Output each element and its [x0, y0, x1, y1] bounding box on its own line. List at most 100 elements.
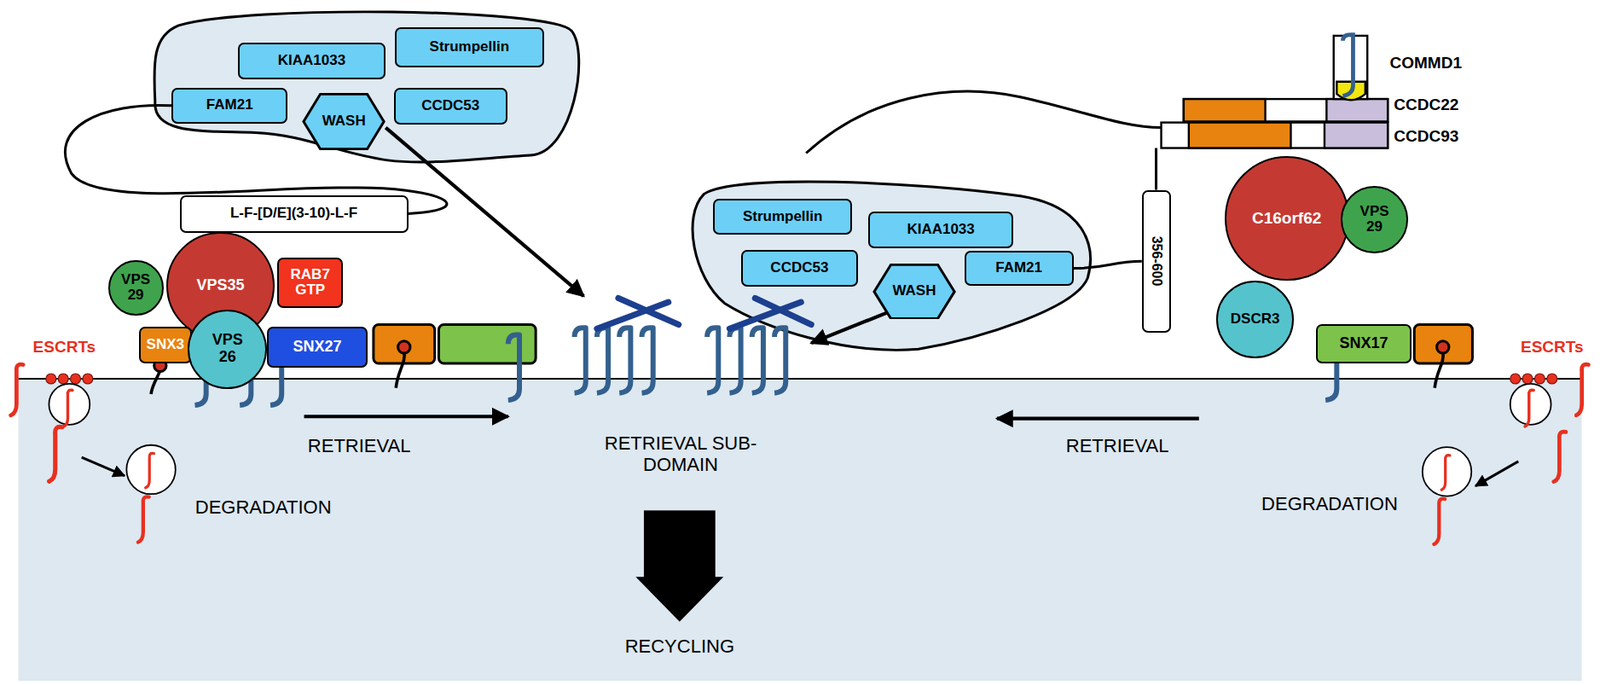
escrt-cargo: [11, 364, 24, 416]
ccdc-bars: [1183, 98, 1266, 122]
cargo-helix: [619, 327, 631, 394]
protein-box: SNX17: [1315, 324, 1411, 363]
cargo-helix: [574, 327, 586, 394]
escrt-cargo: [1441, 455, 1450, 490]
node-label: L-F-[D/E](3-10)-L-F: [230, 205, 358, 222]
escrt-cargo: [126, 445, 175, 494]
process-label: RECYCLING: [625, 635, 735, 657]
ccdc-bars: [1188, 122, 1292, 149]
escrt-cargo: [11, 364, 1589, 545]
process-label: RETRIEVAL: [307, 434, 412, 457]
escrt-cargo: [70, 373, 82, 384]
protein-box: SNX27: [266, 326, 367, 368]
node-label: SNX27: [293, 338, 343, 356]
protein-box: FAM21: [964, 250, 1074, 286]
node-label: FAM21: [995, 260, 1043, 277]
protein-box: CCDC53: [394, 87, 508, 125]
wash-arrow: [304, 414, 509, 418]
retrieval-crossbar: [754, 297, 812, 325]
wash-hexagon: WASH: [872, 263, 957, 320]
node-label: VPS 29: [1354, 203, 1396, 236]
protein-box: SNX3: [139, 326, 192, 364]
protein-tail-connector: [1073, 260, 1143, 268]
wash-complex-outline: [154, 11, 1091, 350]
escrt-cargo: [63, 389, 73, 427]
escrt-cargo: [138, 496, 150, 542]
node-label: C16orf62: [1252, 209, 1322, 228]
node-label: Strumpellin: [742, 208, 824, 226]
recycling-arrow: [635, 576, 724, 622]
escrt-cargo: [1534, 373, 1545, 384]
node-label: DSCR3: [1230, 311, 1281, 328]
node-label: VPS 29: [115, 272, 157, 304]
cargo-helix: [774, 327, 786, 394]
node-label: CCDC53: [421, 98, 480, 115]
process-label: DEGRADATION: [1261, 492, 1398, 515]
wash-arrow: [385, 127, 584, 296]
cargo-helix: [729, 327, 741, 394]
protein-circle: VPS 26: [187, 309, 267, 389]
protein-tail: [805, 91, 1161, 153]
protein-box: KIAA1033: [868, 211, 1014, 249]
residue-range-box: 356-600: [1142, 190, 1172, 334]
hexagon-outline: [303, 93, 384, 149]
protein-circle: C16orf62: [1224, 156, 1350, 281]
escrt-cargo: [82, 373, 93, 384]
process-label: DEGRADATION: [195, 496, 332, 518]
escrt-cargo: [1576, 364, 1589, 416]
node-label: SNX3: [146, 336, 185, 354]
cargo-helix: [508, 335, 520, 401]
ccdc-bars: [1324, 122, 1388, 149]
protein-circle: VPS 29: [108, 260, 164, 316]
protein-box: RAB7 GTP: [277, 257, 343, 309]
escrt-cargo: [1422, 446, 1472, 496]
cargo-helix: [707, 327, 719, 394]
escrt-cargo: [49, 426, 63, 482]
wash-hexagon: WASH: [301, 92, 386, 151]
node-label: CCDC53: [770, 260, 829, 277]
ccdc-bars: [1183, 98, 1388, 122]
escrt-cargo: [1524, 389, 1534, 427]
node-label: WASH: [892, 283, 936, 300]
membrane-anchor: [395, 351, 405, 389]
protein-box: Strumpellin: [394, 27, 545, 68]
wash-complex-outline: [154, 11, 580, 163]
node-label: Strumpellin: [429, 39, 511, 56]
ccdc-bars: [1161, 34, 1389, 149]
region-label: RETRIEVAL SUB-DOMAIN: [603, 432, 757, 476]
ccdc-bars: [1343, 34, 1354, 97]
complex-label: ESCRTs: [1520, 337, 1584, 357]
protein-box: CCDC53: [741, 249, 859, 287]
escrt-cargo: [1433, 498, 1445, 545]
wash-arrow: [81, 127, 1519, 487]
membrane-anchor: [1434, 351, 1444, 389]
node-label: VPS35: [196, 277, 244, 295]
protein-circle: DSCR3: [1216, 280, 1294, 359]
motif-box: L-F-[D/E](3-10)-L-F: [179, 195, 409, 233]
cytosol-ground: [18, 378, 1583, 681]
node-label: KIAA1033: [278, 52, 346, 70]
node-label: VPS 26: [204, 331, 251, 366]
node-label: RAB7 GTP: [284, 266, 337, 299]
complex-label: ESCRTs: [33, 337, 97, 357]
protein-tail: [805, 91, 1161, 190]
protein-box: Strumpellin: [713, 198, 853, 235]
cargo-helix: [642, 327, 654, 394]
hexagon-outline: [874, 264, 955, 319]
membrane-anchor: [1437, 341, 1450, 354]
escrt-cargo: [1522, 373, 1533, 384]
wash-arrow: [81, 457, 125, 476]
wash-arrow: [997, 417, 1200, 421]
wash-arrow: [811, 307, 899, 343]
node-label: KIAA1033: [906, 221, 974, 238]
retrieval-crossbar: [618, 297, 679, 325]
cytosol-ground: [18, 378, 1583, 681]
cargo-helix: [597, 327, 609, 394]
escrt-cargo: [145, 452, 155, 487]
protein-label: CCDC93: [1393, 127, 1459, 146]
membrane-anchor: [398, 341, 411, 354]
process-label: RETRIEVAL: [1066, 434, 1170, 457]
ccdc-bars: [1161, 122, 1389, 149]
protein-label: COMMD1: [1390, 53, 1462, 73]
